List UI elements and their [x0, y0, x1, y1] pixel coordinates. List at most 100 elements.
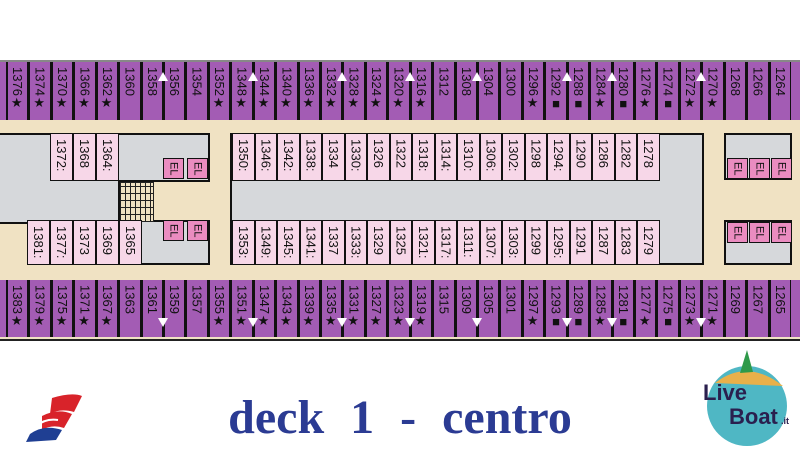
cabin[interactable]: 1287 [592, 220, 615, 265]
cabin[interactable]: 1312 [432, 62, 455, 120]
cabin[interactable]: 1300 [499, 62, 522, 120]
cabin[interactable]: 1318: [412, 133, 435, 181]
cabin[interactable]: 1296★ [521, 62, 545, 120]
cabin[interactable]: 1303: [502, 220, 525, 265]
cabin[interactable]: 1358 [140, 62, 163, 120]
cabin[interactable]: 1279 [637, 220, 660, 265]
cabin[interactable]: 1291 [569, 220, 592, 265]
cabin[interactable]: 1325 [389, 220, 412, 265]
cabin[interactable]: 1309 [454, 280, 478, 337]
cabin[interactable]: 1292■ [544, 62, 567, 120]
cabin[interactable]: 1329 [367, 220, 390, 265]
cabin[interactable]: 1280■ [611, 62, 635, 120]
cabin[interactable]: 1375★ [50, 280, 74, 337]
cabin[interactable]: 1331★ [342, 280, 365, 337]
cabin[interactable]: 1286 [592, 133, 615, 181]
cabin[interactable]: 1346: [254, 133, 277, 181]
cabin[interactable]: 1333: [344, 220, 367, 265]
cabin[interactable]: 1364: [96, 133, 119, 181]
cabin[interactable]: 1307: [479, 220, 502, 265]
cabin[interactable]: 1360 [118, 62, 141, 120]
cabin[interactable]: 1270★ [701, 62, 724, 120]
cabin[interactable]: 1371★ [73, 280, 96, 337]
cabin[interactable]: 1341: [299, 220, 322, 265]
cabin[interactable]: 1301 [499, 280, 522, 337]
cabin[interactable]: 1322 [389, 133, 412, 181]
cabin[interactable]: 1269 [723, 280, 747, 337]
cabin[interactable]: 1337 [322, 220, 345, 265]
cabin[interactable]: 1365 [119, 220, 142, 265]
cabin[interactable]: 1368 [73, 133, 96, 181]
cabin[interactable]: 1332★ [320, 62, 343, 120]
cabin[interactable]: 1295: [547, 220, 570, 265]
cabin[interactable]: 1342: [277, 133, 300, 181]
cabin[interactable]: 1311: [457, 220, 480, 265]
cabin[interactable]: 1283 [614, 220, 637, 265]
cabin[interactable]: 1275■ [656, 280, 679, 337]
cabin[interactable]: 1276★ [634, 62, 657, 120]
cabin[interactable]: 1320★ [387, 62, 410, 120]
cabin[interactable]: 1339★ [297, 280, 320, 337]
cabin[interactable]: 1372: [50, 133, 73, 181]
cabin[interactable]: 1367★ [95, 280, 119, 337]
cabin[interactable]: 1338: [299, 133, 322, 181]
cabin[interactable]: 1305 [477, 280, 500, 337]
cabin[interactable]: 1366★ [73, 62, 96, 120]
cabin[interactable]: 1277★ [634, 280, 657, 337]
cabin[interactable]: 1274■ [656, 62, 679, 120]
cabin[interactable]: 1290 [569, 133, 592, 181]
cabin[interactable]: 1379★ [28, 280, 51, 337]
cabin[interactable]: 1282 [614, 133, 637, 181]
cabin[interactable]: 1302: [502, 133, 525, 181]
cabin[interactable]: 1297★ [521, 280, 545, 337]
cabin[interactable]: 1377: [50, 220, 73, 265]
cabin[interactable]: 1361 [140, 280, 163, 337]
cabin[interactable]: 1328★ [342, 62, 365, 120]
cabin[interactable]: 1323★ [387, 280, 410, 337]
cabin[interactable]: 1324★ [364, 62, 388, 120]
cabin[interactable]: 1294: [547, 133, 570, 181]
cabin[interactable]: 1326 [367, 133, 390, 181]
cabin[interactable]: 1344★ [252, 62, 276, 120]
cabin[interactable]: 1266 [746, 62, 769, 120]
cabin[interactable]: 1381: [27, 220, 50, 265]
cabin[interactable]: 1319★ [409, 280, 433, 337]
cabin[interactable]: 1284★ [589, 62, 612, 120]
cabin[interactable]: 1288■ [566, 62, 590, 120]
cabin[interactable]: 1335★ [320, 280, 343, 337]
cabin[interactable]: 1327★ [364, 280, 388, 337]
cabin[interactable]: 1293■ [544, 280, 567, 337]
cabin[interactable]: 1340★ [275, 62, 298, 120]
cabin[interactable]: 1374★ [28, 62, 51, 120]
cabin[interactable]: 1359 [163, 280, 186, 337]
cabin[interactable]: 1299 [524, 220, 547, 265]
cabin[interactable]: 1268 [723, 62, 747, 120]
cabin[interactable]: 1278 [637, 133, 660, 181]
cabin[interactable]: 1321: [412, 220, 435, 265]
cabin[interactable]: 1348★ [230, 62, 253, 120]
cabin[interactable]: 1265 [768, 280, 792, 337]
cabin[interactable]: 1330: [344, 133, 367, 181]
cabin[interactable]: 1273★ [678, 280, 702, 337]
cabin[interactable]: 1272★ [678, 62, 702, 120]
cabin[interactable]: 1308 [454, 62, 478, 120]
cabin[interactable]: 1356 [163, 62, 186, 120]
cabin[interactable]: 1350: [232, 133, 255, 181]
cabin[interactable]: 1310: [457, 133, 480, 181]
cabin[interactable]: 1285★ [589, 280, 612, 337]
cabin[interactable]: 1314: [434, 133, 457, 181]
cabin[interactable]: 1369 [96, 220, 119, 265]
cabin[interactable]: 1349: [254, 220, 277, 265]
cabin[interactable]: 1351★ [230, 280, 253, 337]
cabin[interactable]: 1298 [524, 133, 547, 181]
cabin[interactable]: 1271★ [701, 280, 724, 337]
cabin[interactable]: 1353: [232, 220, 255, 265]
cabin[interactable]: 1304 [477, 62, 500, 120]
cabin[interactable]: 1316★ [409, 62, 433, 120]
cabin[interactable]: 1334 [322, 133, 345, 181]
cabin[interactable]: 1317: [434, 220, 457, 265]
cabin[interactable]: 1362★ [95, 62, 119, 120]
cabin[interactable]: 1373 [73, 220, 96, 265]
cabin[interactable]: 1336★ [297, 62, 320, 120]
cabin[interactable]: 1347★ [252, 280, 276, 337]
